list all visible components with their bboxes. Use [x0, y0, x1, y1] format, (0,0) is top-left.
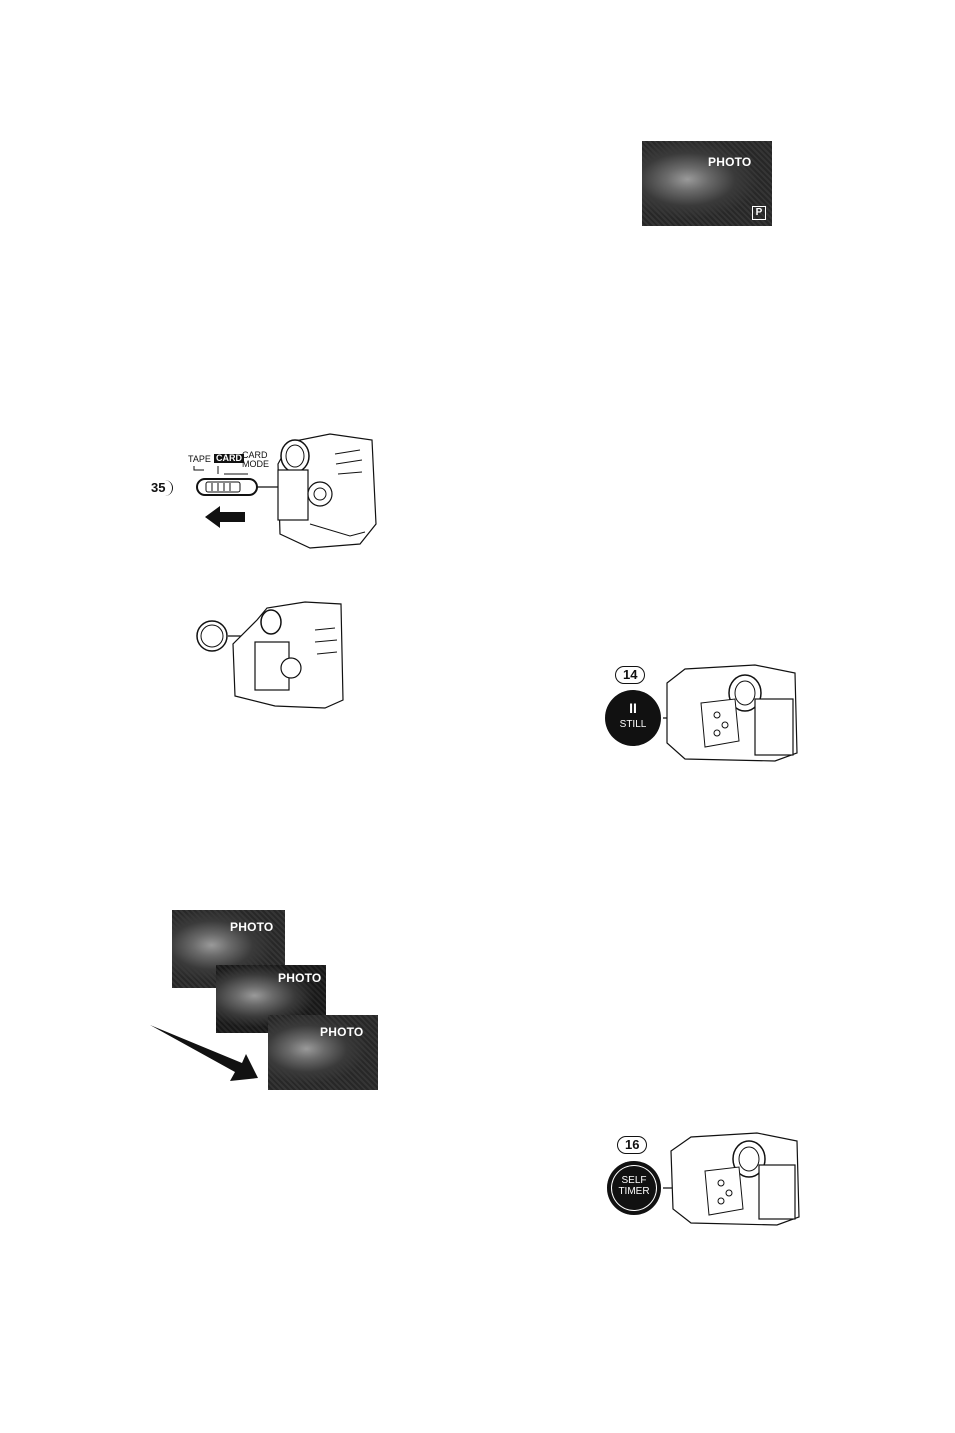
self-timer-drawing — [607, 1133, 802, 1228]
photoshot-button-figure — [195, 600, 345, 710]
photo-sequence-figure: PHOTO PHOTO PHOTO — [150, 910, 380, 1090]
mode-switch-drawing — [150, 424, 380, 549]
photo-screen-preview: PHOTO P — [642, 141, 772, 226]
still-button-figure: 14 II STILL — [605, 663, 800, 763]
still-button-drawing — [605, 663, 800, 763]
photo-label: PHOTO — [708, 155, 751, 169]
sequence-arrow — [150, 910, 380, 1090]
picture-quality-badge: P — [752, 206, 766, 220]
photoshot-drawing — [195, 600, 345, 710]
self-timer-figure: 16 SELF TIMER — [607, 1133, 802, 1228]
mode-switch-figure: 35 TAPE CARD CARD MODE — [150, 424, 380, 549]
